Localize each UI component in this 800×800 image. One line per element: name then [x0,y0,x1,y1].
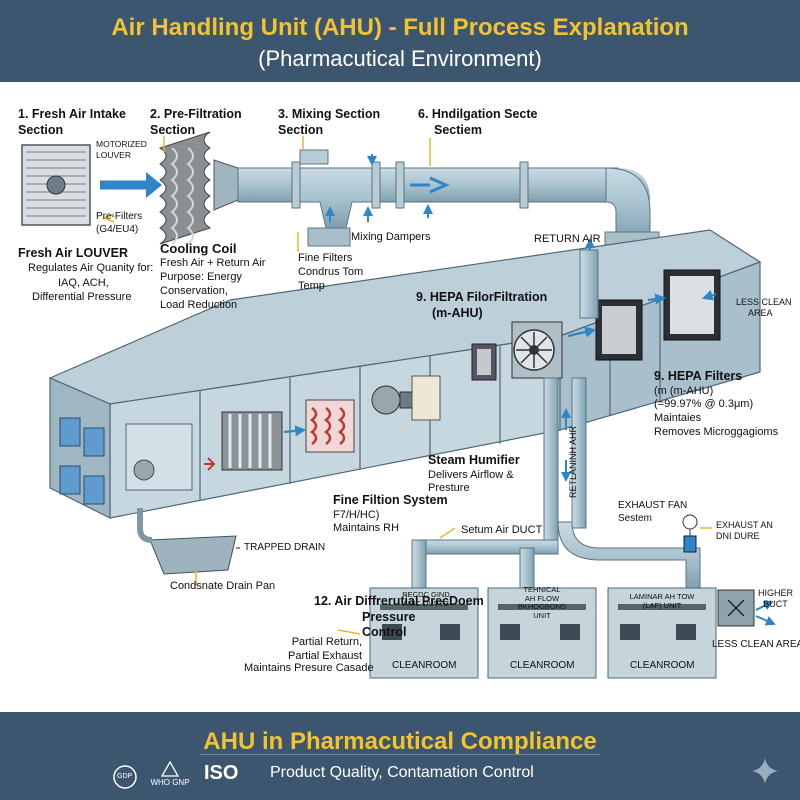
condensate-pan-label: Condsnate Drain Pan [170,580,276,592]
fresh-air-intake-title: 1. Fresh Air Intake Section [18,107,126,137]
supply-fan-graphic [511,321,563,379]
less-clean-area-bottom: LESS CLEAN AREA [712,639,800,650]
exhaust-fan-label: EXHAUST FAN Sestem [618,500,688,524]
return-air-duct-label: Setum Air DUCT [461,524,543,536]
header-banner: Air Handling Unit (AHU) - Full Process E… [0,0,800,82]
who-gmp-logo: WHO GNP [150,760,190,787]
pressure-control-title: 12. Air Diffrerutial PrecDoem Pressure C… [314,594,484,640]
cascade-label: Maintains Presure Casade [244,662,374,674]
cooling-coil-callout: Cooling Coil Fresh Air + Return Air Purp… [160,241,266,311]
pre-filter [158,131,212,245]
cooling-coil-graphic [221,411,283,471]
room3-equipment-label: LAMINAR AH TOW (LAF) UNIT [629,592,695,611]
pre-filtration-title: 2. Pre-Filtration Section [150,107,242,137]
fine-filtration-system-callout: Fine Filtion System F7/H/HC) Maintains R… [333,493,448,535]
footer-subtitle: Product Quality, Contamation Control [270,764,534,781]
page-title: Air Handling Unit (AHU) - Full Process E… [111,14,689,41]
pressure-control-details: Partial Return, Partial Exhaust [288,636,362,662]
fresh-air-louver-callout: Fresh Air LOUVER Regulates Air Quanity f… [18,246,154,303]
cleanroom-label-3: CLEANROOM [630,660,695,671]
hepa-filters-callout: 9. HEPA Filters (m (m-AHU) (=99.97% @ 0.… [654,369,779,438]
footer-divider [200,754,600,755]
room2-equipment-label: TEHNICAL AH FLOW BKHOGBONS UNIT [517,585,567,620]
page-subtitle: (Pharmacutical Environment) [258,46,542,71]
drain-pan [149,535,237,575]
room1-equipment-label: RECDC GIND ANIC DUVTG [402,590,450,609]
higher-duct-label: HIGHER BUCT [758,588,794,610]
cleanroom-label-2: CLEANROOM [510,660,575,671]
motorized-louver [21,144,91,226]
return-air-label: RETURN AIR [534,233,601,245]
iso-logo: ISO [204,762,239,784]
cleanroom-boxes [369,587,717,679]
steam-humidifier-callout: Steam Humifier Delivers Airflow & Prestu… [428,453,520,495]
less-clean-area-top: LESS CLEAN AREA [736,297,792,319]
cleanroom-label-1: CLEANROOM [392,660,457,671]
footer-title: AHU in Pharmacutical Compliance [203,728,597,755]
sparkle-icon [752,758,778,784]
gdp-logo: GDP [112,764,138,795]
pre-filters-label: Pre-Filters (G4/EU4) [96,211,143,235]
humidification-section-title: 6. Hndilgation Secte Sectiem [418,107,538,137]
trapped-drain-label: TRAPPED DRAIN [244,542,326,553]
hepa-filtration-mid-title: 9. HEPA FilorFiltration (m-AHU) [416,290,548,320]
return-duct-vertical-label: RETLANINH AHR [568,426,578,499]
mixing-dampers-label: Mixing Dampers [351,231,431,243]
footer-banner: AHU in Pharmacutical Compliance GDP WHO … [0,712,800,800]
exhaust-damper-label: EXHAUST AN DNI DURE [716,520,773,542]
mixing-section-title: 3. Mixing Section Section [278,107,381,137]
fine-filters-label: Fine Filters Condrus Tom Temp [298,252,364,292]
motorized-louver-label: MOTORIZED LOUVER [96,139,147,160]
